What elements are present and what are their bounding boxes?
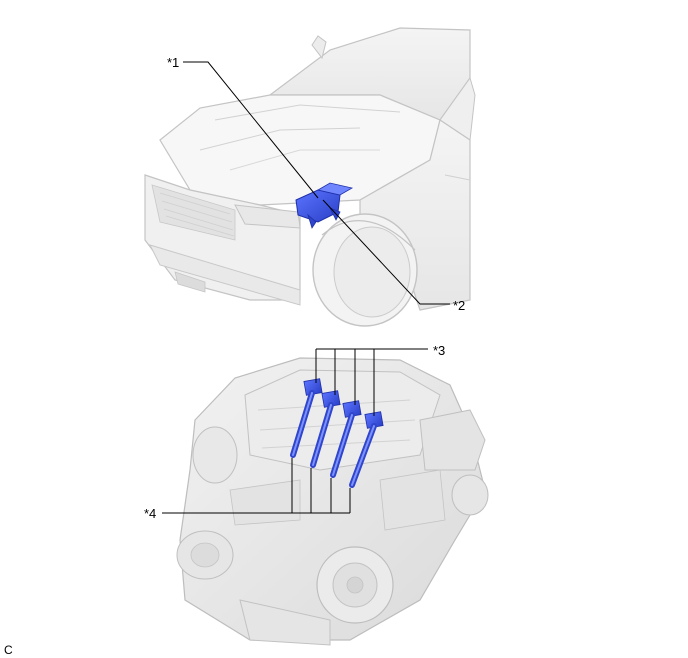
figure-code: C	[4, 643, 13, 657]
callout-label-3: *3	[433, 343, 446, 358]
vehicle-illustration	[144, 27, 476, 327]
ignition-coil-4	[349, 411, 384, 488]
ignition-coil-3	[330, 400, 362, 478]
callout-label-2: *2	[453, 298, 466, 313]
callout-label-4: *4	[144, 506, 157, 521]
leader-lines	[162, 61, 450, 514]
callout-label-1: *1	[167, 55, 180, 70]
engine-illustration	[176, 357, 489, 646]
part-1-highlight	[295, 182, 354, 229]
ignition-coil-1	[290, 378, 323, 458]
ignition-coil-2	[310, 390, 341, 468]
